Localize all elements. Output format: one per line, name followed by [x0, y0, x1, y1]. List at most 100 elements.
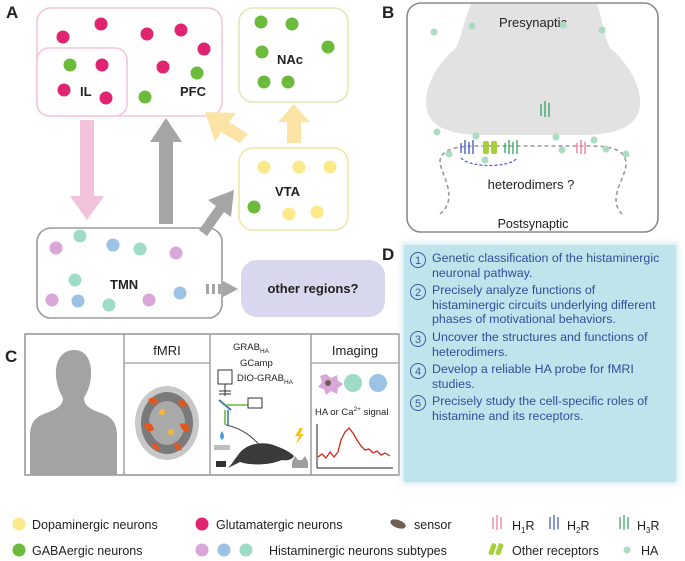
tmn-label: TMN [110, 277, 138, 292]
legend-hist-blue-swatch [217, 543, 231, 557]
other-regions-label: other regions? [267, 281, 358, 296]
imaging-label: Imaging [332, 343, 378, 358]
goal-text: Precisely study the cell-specific roles … [432, 394, 648, 423]
tmn-to-vta-arrow [199, 190, 234, 236]
water-drop-icon [220, 431, 224, 440]
panel-a: A IL PFC NAc VTA [6, 3, 385, 319]
legend-glutamatergic-swatch [195, 517, 209, 531]
legend-h1r-icon [492, 515, 502, 530]
vta-to-pfc-arrow [205, 112, 248, 143]
nac-neurons [254, 15, 335, 89]
legend-dopaminergic-label: Dopaminergic neurons [32, 518, 158, 532]
legend-gabaergic-swatch [12, 543, 26, 557]
presynaptic-terminal [425, 4, 641, 135]
legend-h1r-label: H1R [512, 519, 535, 535]
other-receptor-icon [483, 141, 497, 154]
il-to-tmn-arrow [70, 120, 104, 220]
grab-label-sub: HA [260, 348, 270, 355]
goal-item: 3 Uncover the structures and functions of… [410, 330, 668, 359]
signal-label-pre: HA or Ca [315, 407, 354, 418]
other-regions-box [241, 260, 385, 317]
rail-icon [214, 445, 230, 450]
legend-sensor-icon [390, 519, 406, 529]
legend-ha-label: HA [641, 544, 659, 558]
legend-h2r-r: R [580, 519, 589, 533]
goal-number-badge: 2 [410, 284, 426, 301]
legend-glutamatergic-label: Glutamatergic neurons [216, 518, 342, 532]
legend-ha-swatch [623, 546, 631, 554]
h2r-receptor-icon [460, 140, 474, 154]
legend-histaminergic-label: Histaminergic neurons subtypes [269, 544, 447, 558]
legend-sensor-label: sensor [414, 518, 452, 532]
vta-to-nac-arrow [278, 104, 310, 143]
legend-h2r-h: H [567, 519, 576, 533]
signal-trace [316, 424, 393, 469]
heterodimers-label: heterodimers ? [488, 177, 575, 192]
legend-other-receptors-icon [488, 543, 504, 556]
panel-letter-d: D [382, 245, 394, 264]
human-silhouette-icon [30, 350, 117, 475]
vta-neurons [247, 160, 337, 221]
postsynaptic-membrane [439, 145, 627, 217]
food-icon [216, 461, 226, 467]
grab-label: GRABHA [233, 342, 270, 355]
cat-icon [292, 456, 308, 468]
presynaptic-label: Presynaptic [499, 15, 567, 30]
signal-label-post: signal [361, 407, 388, 418]
ha-molecules [430, 21, 630, 164]
goal-number-badge: 3 [410, 330, 426, 347]
panel-letter-a: A [6, 3, 18, 22]
legend-h1r-sub: 1 [521, 526, 526, 535]
il-region-box [36, 47, 128, 117]
goals-box: 1 Genetic classification of the histamine… [404, 245, 676, 482]
panel-c: C fMRI GRABHA GCamp [5, 333, 400, 476]
legend-h2r-icon [549, 515, 559, 530]
goal-number-badge: 4 [410, 363, 426, 380]
fmri-label: fMRI [153, 343, 180, 358]
mouse-icon [228, 443, 294, 468]
dio-label-sub: HA [284, 379, 294, 386]
panel-letter-c: C [5, 347, 17, 366]
tmn-to-other-arrow [206, 281, 238, 297]
goal-number-badge: 5 [410, 395, 426, 412]
grab-label-text: GRAB [233, 342, 260, 353]
signal-label-sup: 2+ [354, 406, 362, 413]
legend-h3r-r: R [650, 519, 659, 533]
goal-text: Genetic classification of the histaminer… [432, 251, 660, 280]
heterodimer-link [460, 157, 518, 167]
gcamp-label: GCamp [240, 358, 273, 369]
tmn-neurons [45, 229, 187, 312]
postsynaptic-label: Postsynaptic [498, 217, 569, 231]
goal-item: 5 Precisely study the cell-specific roles… [410, 394, 668, 423]
dio-label: DIO-GRABHA [237, 373, 294, 386]
brain-scan-icon [135, 386, 199, 460]
panel-b: B Presynaptic heterodimers ? Postsynapti… [382, 2, 659, 233]
goal-text: Precisely analyze functions of histamine… [432, 283, 656, 327]
legend-other-receptors-label: Other receptors [512, 544, 599, 558]
legend-h3r-label: H3R [637, 519, 660, 535]
il-label: IL [80, 84, 92, 99]
imaging-cells [318, 374, 387, 395]
goal-text: Uncover the structures and functions of … [432, 329, 648, 359]
tmn-to-pfc-arrow [150, 118, 182, 224]
dio-label-text: DIO-GRAB [237, 373, 284, 384]
legend-h1r-h: H [512, 519, 521, 533]
legend-h2r-label: H2R [567, 519, 590, 535]
pfc-label: PFC [180, 84, 207, 99]
lightning-icon [295, 428, 304, 444]
h1r-receptor-icon [576, 140, 586, 154]
legend-h3r-h: H [637, 519, 646, 533]
legend-h3r-sub: 3 [646, 526, 651, 535]
goal-item: 4 Develop a reliable HA probe for fMRI st… [410, 362, 668, 391]
tmn-region-box [36, 227, 223, 319]
legend-h3r-icon [619, 515, 629, 530]
legend-gabaergic-label: GABAergic neurons [32, 544, 142, 558]
legend: Dopaminergic neurons Glutamatergic neuro… [12, 515, 660, 558]
legend-hist-purple-swatch [195, 543, 209, 557]
goal-text: Develop a reliable HA probe for fMRI stu… [432, 362, 634, 391]
goal-number-badge: 1 [410, 252, 426, 268]
optical-setup-icon [217, 369, 271, 456]
legend-h2r-sub: 2 [576, 526, 581, 535]
goal-item: 1 Genetic classification of the histamine… [410, 251, 668, 280]
il-neurons [57, 58, 113, 105]
